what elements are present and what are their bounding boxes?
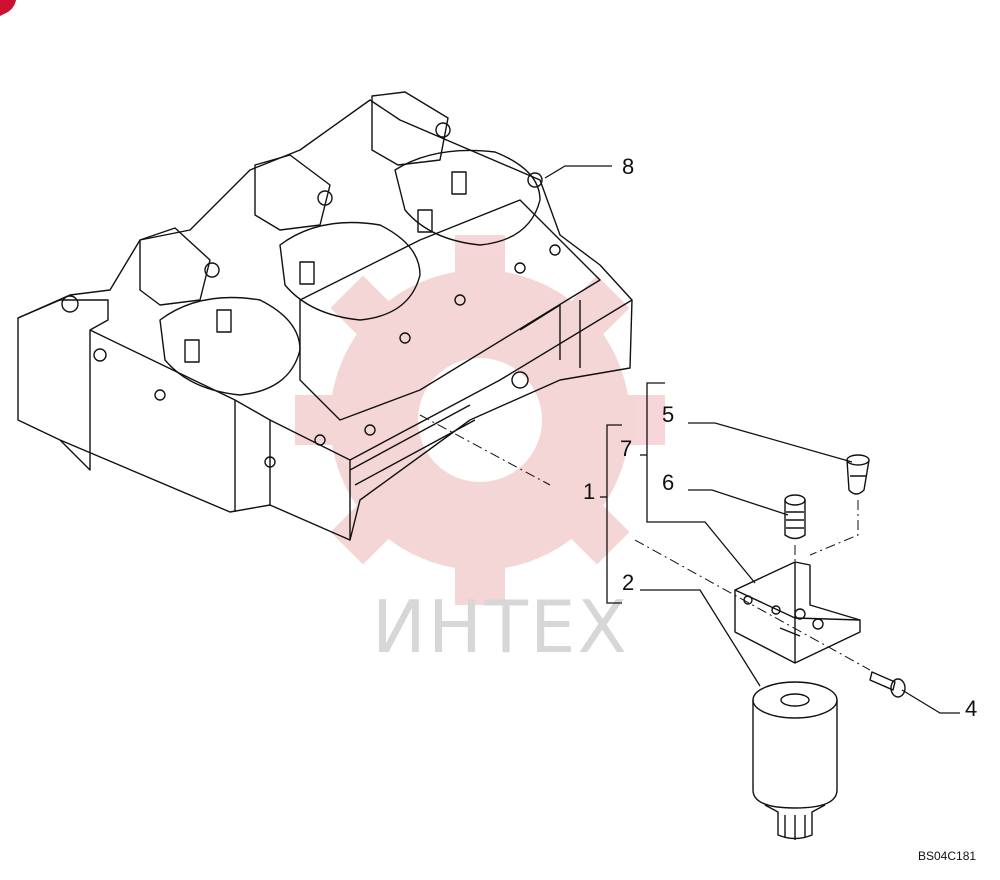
drawing-code: BS04C181 (918, 849, 976, 863)
assembly-lines (419, 414, 871, 671)
watermark-gear-icon (295, 235, 665, 605)
callout-4: 4 (965, 696, 977, 721)
filter-assembly (734, 454, 906, 840)
callout-1: 1 (583, 479, 595, 504)
callout-2: 2 (622, 570, 634, 595)
leader-8 (544, 165, 612, 179)
corner-mark (0, 0, 16, 16)
fitting-6 (784, 494, 806, 540)
callout-5: 5 (662, 402, 674, 427)
watermark-text: ИНТЕХ (372, 585, 629, 669)
leader-5 (688, 422, 853, 463)
bracket-7 (734, 561, 861, 664)
cylinder-head (17, 91, 633, 541)
callout-7: 7 (620, 436, 632, 461)
callout-6: 6 (662, 470, 674, 495)
bracket-group-7 (646, 382, 756, 584)
leader-lines (544, 165, 960, 714)
leader-4 (901, 689, 960, 714)
bolt-4 (869, 671, 906, 698)
callout-8: 8 (622, 154, 634, 179)
leader-2 (640, 589, 761, 687)
leader-6 (688, 489, 789, 516)
bracket-group-1 (606, 424, 622, 604)
filter-2 (752, 681, 838, 840)
